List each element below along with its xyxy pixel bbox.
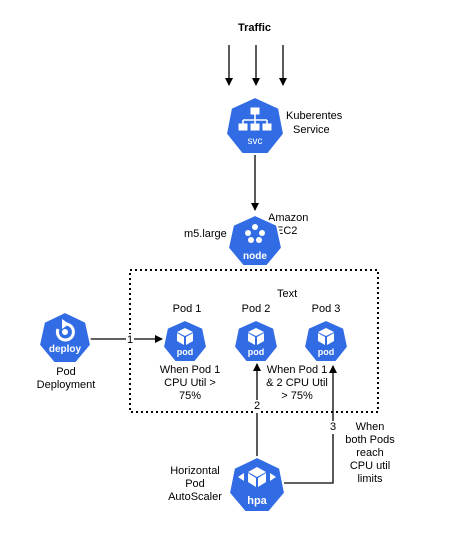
service-label-line1: Kuberentes	[286, 110, 343, 122]
hpa-note-line3: reach	[356, 447, 384, 459]
hpa-icon: hpa	[228, 455, 286, 515]
traffic-label: Traffic	[238, 22, 272, 34]
pod3-title: Pod 3	[311, 303, 341, 315]
deploy-label-line2: Deployment	[36, 379, 96, 391]
pod3-icon-text: pod	[317, 347, 335, 357]
pod1-icon-text: pod	[176, 347, 194, 357]
group-label: Text	[277, 288, 298, 300]
pod1-note-line2: CPU Util >	[164, 377, 216, 389]
pod1-title: Pod 1	[172, 303, 202, 315]
node-instance-type: m5.large	[184, 228, 227, 240]
step-label-3: 3	[329, 421, 338, 434]
pod3-icon: pod	[303, 318, 349, 364]
node-label-line1: Amazon	[268, 212, 309, 224]
hpa-label-line2: Pod	[185, 478, 205, 490]
pod3-note-line2: & 2 CPU Util	[266, 377, 328, 389]
pod3-note-line3: > 75%	[281, 390, 313, 402]
hpa-note-line1: When	[355, 421, 385, 433]
hpa-to-pod3-arrow	[284, 365, 337, 484]
pod3-note-line1: When Pod 1	[266, 364, 328, 376]
deploy-icon: deploy	[38, 310, 92, 366]
pod1-note-line1: When Pod 1	[159, 364, 221, 376]
pod1-icon: pod	[162, 318, 208, 364]
service-label-line2: Service	[293, 124, 330, 136]
hpa-label-line3: AutoScaler	[168, 491, 222, 503]
hpa-note-line5: limits	[357, 473, 383, 485]
hpa-note-line4: CPU util	[349, 460, 391, 472]
pod2-icon: pod	[233, 318, 279, 364]
pod2-icon-text: pod	[247, 347, 265, 357]
service-icon: svc	[224, 95, 286, 157]
service-icon-text: svc	[247, 136, 263, 147]
hpa-icon-text: hpa	[247, 495, 267, 507]
node-icon: node	[227, 213, 283, 269]
hpa-note-line2: both Pods	[345, 434, 395, 446]
deploy-label-line1: Pod	[56, 366, 76, 378]
pod1-note-line3: 75%	[178, 390, 202, 402]
node-icon-text: node	[243, 251, 267, 262]
pod2-title: Pod 2	[241, 303, 271, 315]
node-label-line2: EC2	[276, 225, 298, 237]
step-label-1: 1	[126, 334, 135, 347]
hpa-label-line1: Horizontal	[170, 465, 220, 477]
deploy-icon-text: deploy	[48, 344, 82, 355]
step-label-2: 2	[253, 400, 262, 413]
